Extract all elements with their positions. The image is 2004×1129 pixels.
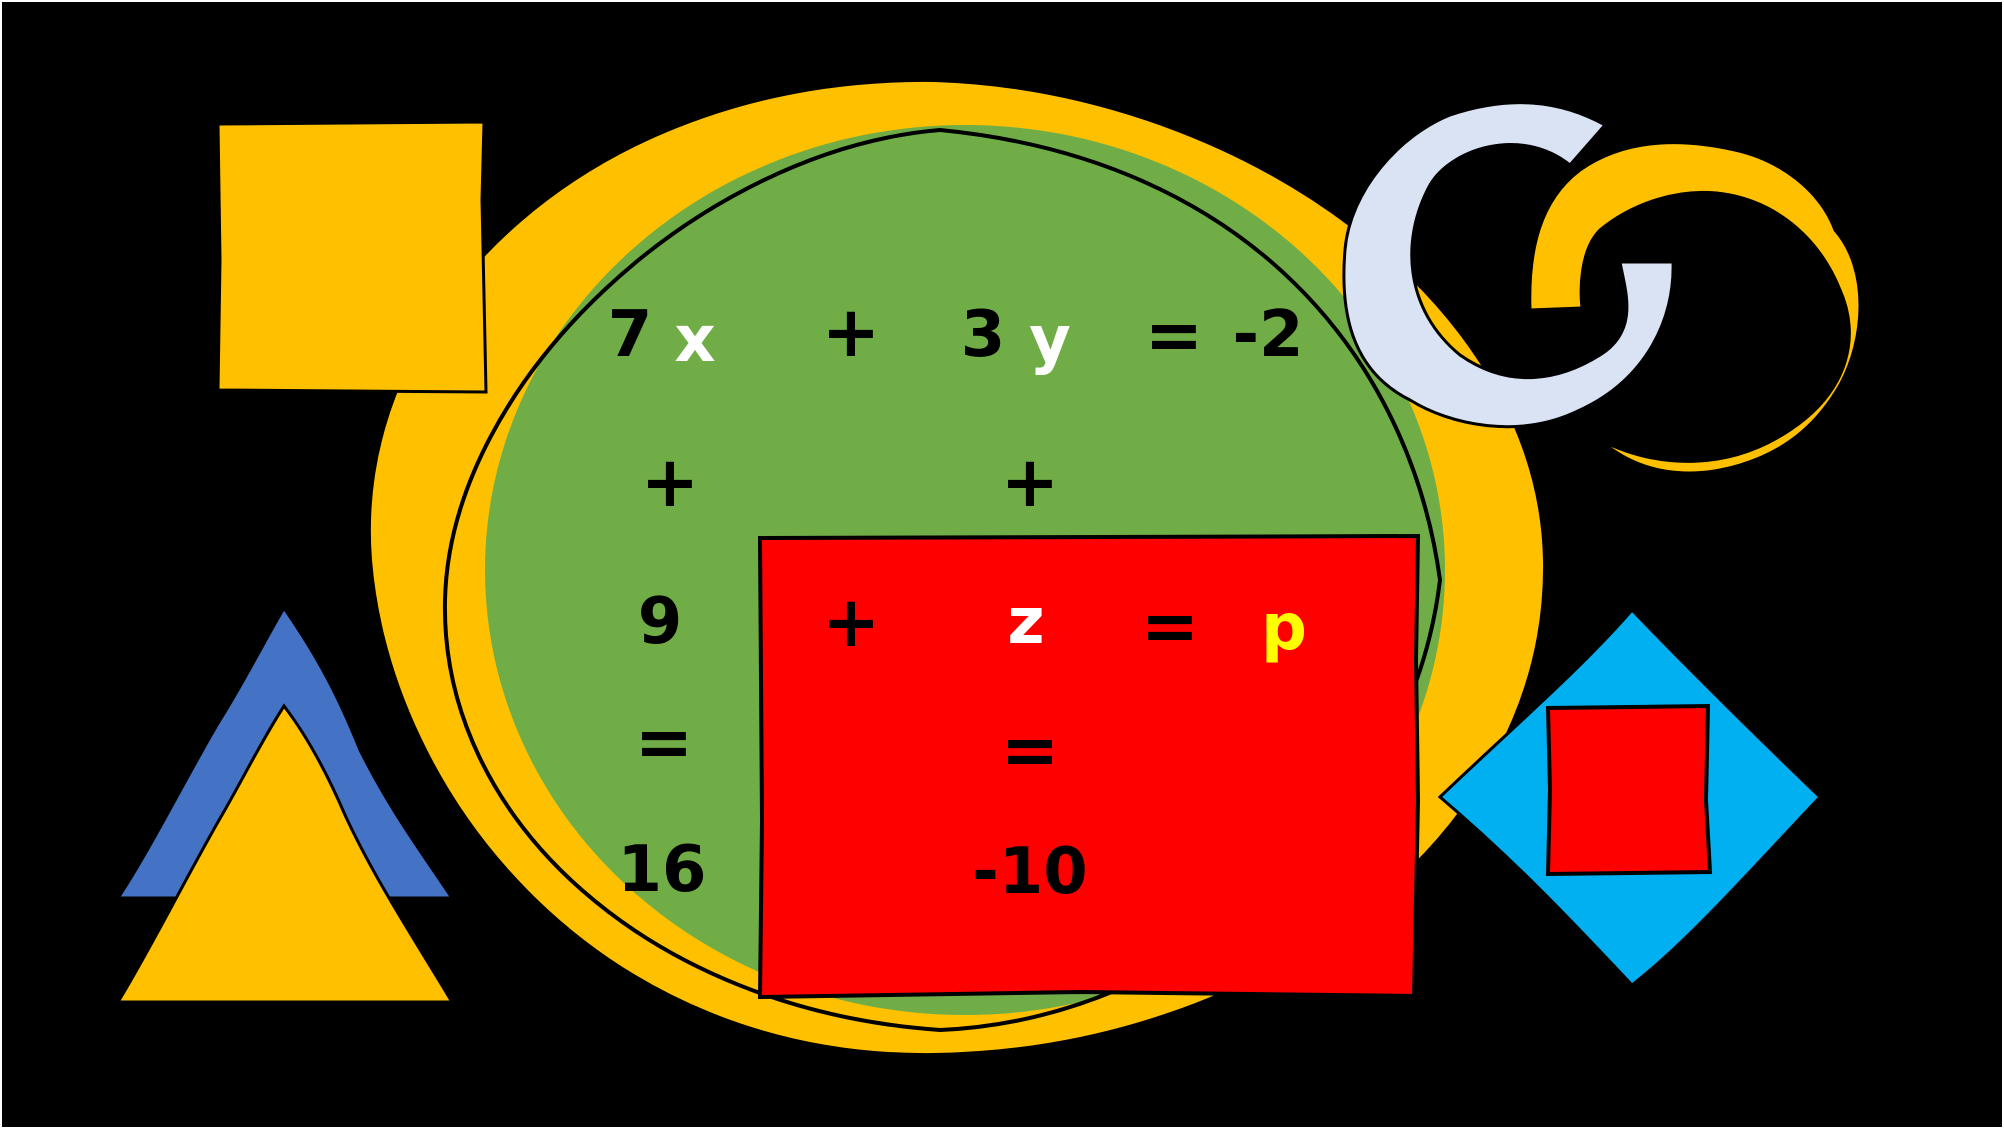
row4-left-equals: = — [635, 701, 694, 783]
row1-coefficient-a: 7 — [608, 298, 653, 372]
row1-equals: = — [1145, 294, 1204, 376]
row1-plus: + — [822, 291, 881, 373]
row5-right-total: -10 — [972, 835, 1088, 909]
row4-right-equals: = — [1001, 709, 1060, 791]
row1-result: -2 — [1232, 298, 1303, 372]
row1-variable-x: x — [674, 303, 715, 377]
yellow-triangle — [115, 703, 455, 1004]
red-square — [1545, 703, 1713, 877]
yellow-ring — [1528, 141, 1862, 475]
row5-left-total: 16 — [617, 833, 706, 907]
row1-variable-y: y — [1029, 303, 1071, 377]
row3-plus: + — [822, 581, 881, 663]
row3-result-p: p — [1261, 591, 1307, 665]
green-circle-outline — [442, 127, 1443, 1033]
yellow-square — [216, 120, 488, 394]
row3-equals: = — [1141, 585, 1200, 667]
row3-variable-z: z — [1007, 585, 1044, 659]
row2-left-plus: + — [641, 441, 700, 523]
row2-right-plus: + — [1001, 441, 1060, 523]
row1-coefficient-b: 3 — [961, 298, 1006, 372]
red-rectangle — [757, 533, 1421, 1000]
light-blue-ring — [1342, 101, 1675, 429]
row3-value-a: 9 — [638, 585, 683, 659]
